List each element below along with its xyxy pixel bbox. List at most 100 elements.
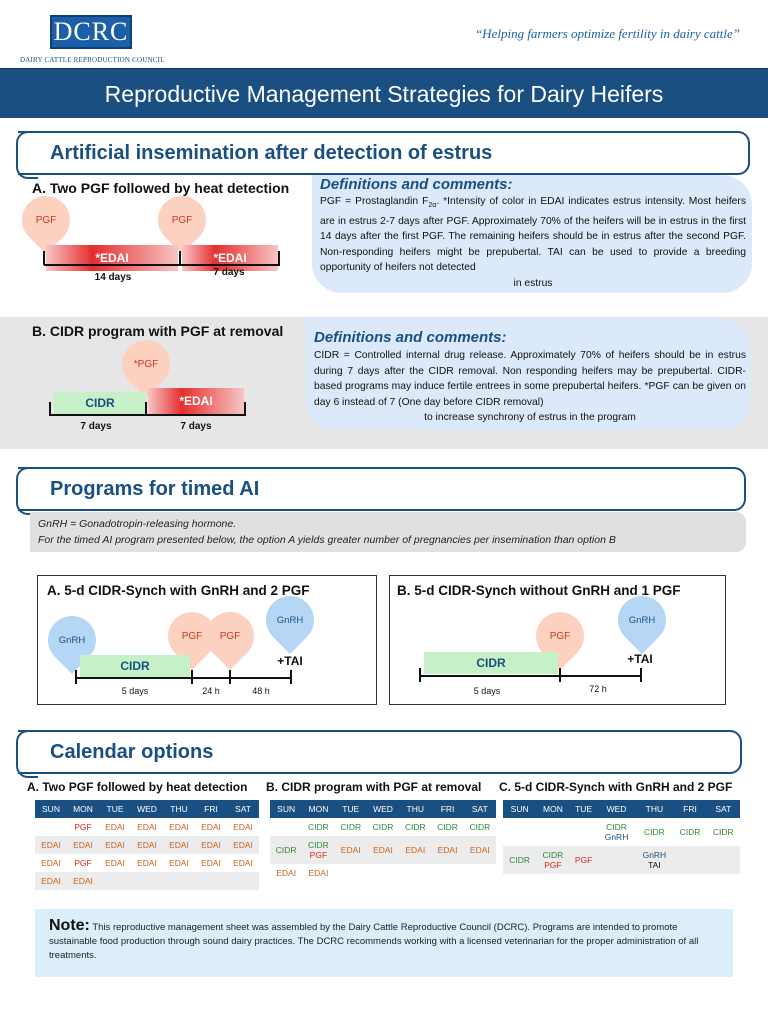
timeline-tick [229, 670, 231, 684]
calendar-cell [597, 846, 636, 874]
span-label: 5 days [473, 686, 501, 696]
calendar-cell: EDAI [334, 836, 367, 864]
calendar-c-title: C. 5-d CIDR-Synch with GnRH and 2 PGF [499, 780, 733, 794]
def-a-sub: 2α [428, 202, 437, 210]
pgf-marker-label: *PGF [133, 358, 159, 370]
def-a-main: . *Intensity of color in EDAI indicates … [320, 196, 746, 274]
section-heading-estrus: Artificial insemination after detection … [16, 131, 750, 179]
calendar-day-header: MON [536, 800, 570, 818]
edai-bar: *EDAI [148, 388, 244, 414]
calendar-cell: EDAI [201, 822, 221, 832]
calendar-day-header: FRI [673, 800, 707, 818]
calendar-cell [270, 818, 302, 836]
calendar-cell: EDAI [169, 858, 189, 868]
calendar-cell [399, 864, 431, 882]
calendar-day-header: SAT [706, 800, 740, 818]
timeline-tick [244, 402, 246, 416]
page-title: Reproductive Management Strategies for D… [0, 68, 768, 118]
calendar-cell: EDAI [201, 858, 221, 868]
calendar-cell [570, 818, 598, 846]
program-b-title: B. CIDR program with PGF at removal [32, 323, 284, 339]
calendar-cell: EDAI [463, 836, 496, 864]
calendar-day-header: THU [163, 800, 195, 818]
calendar-cell: EDAI [276, 868, 297, 878]
calendar-day-header: TUE [569, 800, 598, 818]
timeline-tick [43, 251, 45, 265]
calendar-cell [706, 846, 740, 874]
calendar-cell: CIDR [712, 827, 734, 837]
calendar-cell: EDAI [233, 858, 253, 868]
calendar-cell: EDAI [105, 822, 125, 832]
timeline-tick [75, 670, 77, 684]
calendar-cell [227, 872, 259, 890]
calendar-day-header: SUN [35, 800, 67, 818]
section-heading-text: Programs for timed AI [50, 478, 260, 500]
span-label: 7 days [180, 421, 212, 432]
calendar-cell: EDAI [233, 822, 253, 832]
calendar-cell: EDAI [137, 822, 157, 832]
calendar-cell [536, 818, 569, 846]
timeline-tick [290, 670, 292, 684]
calendar-cell: CIDR [503, 846, 537, 874]
definitions-box-a [312, 175, 752, 293]
calendar-cell: CIDR [270, 836, 303, 864]
calendar-cell: EDAI [169, 822, 189, 832]
calendar-cell: EDAI [131, 836, 163, 854]
timed-program-b-title: B. 5-d CIDR-Synch without GnRH and 1 PGF [397, 583, 681, 598]
calendar-day-header: MON [302, 800, 335, 818]
calendar-day-header: SAT [227, 800, 259, 818]
timeline-tick [179, 251, 181, 265]
calendar-cell: EDAI [399, 836, 432, 864]
pgf-marker-label: PGF [219, 630, 241, 642]
calendar-cell: EDAI [41, 858, 61, 868]
timeline-tick [49, 402, 51, 416]
program-a-title: A. Two PGF followed by heat detection [32, 180, 290, 196]
calendar-cell: EDAI [137, 858, 157, 868]
section-heading-text: Calendar options [50, 741, 214, 763]
timeline-tick [145, 402, 147, 416]
gnrh-note-line-2: For the timed AI program presented below… [38, 534, 616, 546]
cidr-bar: CIDR [80, 655, 190, 677]
calendar-cell: EDAI [105, 858, 125, 868]
timeline-axis [420, 675, 642, 677]
tai-label: +TAI [627, 652, 653, 666]
span-label: 5 days [121, 686, 149, 696]
pgf-marker-2: PGF [148, 186, 216, 254]
calendar-cell: EDAI [195, 836, 227, 854]
span-label: 14 days [94, 272, 132, 283]
calendar-cell: PGF [569, 846, 598, 874]
calendar-cell: CIDR [372, 822, 394, 832]
calendar-day-header: WED [597, 800, 636, 818]
dcrc-logo: DCRC [50, 15, 132, 49]
gnrh-marker: GnRH [608, 586, 676, 654]
section-heading-text: Artificial insemination after detection … [50, 142, 493, 164]
calendar-cell: EDAI [35, 872, 67, 890]
calendar-cell: EDAI [35, 836, 67, 854]
calendar-b-title: B. CIDR program with PGF at removal [266, 780, 482, 794]
calendar-cell: EDAI [163, 836, 195, 854]
calendar-cell: PGF [74, 822, 92, 832]
calendar-day-header: WED [366, 800, 400, 818]
span-label: 48 h [252, 686, 270, 696]
timeline-tick [640, 668, 642, 682]
calendar-cell [131, 872, 163, 890]
calendar-day-header: TUE [334, 800, 367, 818]
span-label: 7 days [80, 421, 112, 432]
gnrh-marker-label: GnRH [628, 614, 656, 626]
calendar-day-header: SUN [503, 800, 537, 818]
